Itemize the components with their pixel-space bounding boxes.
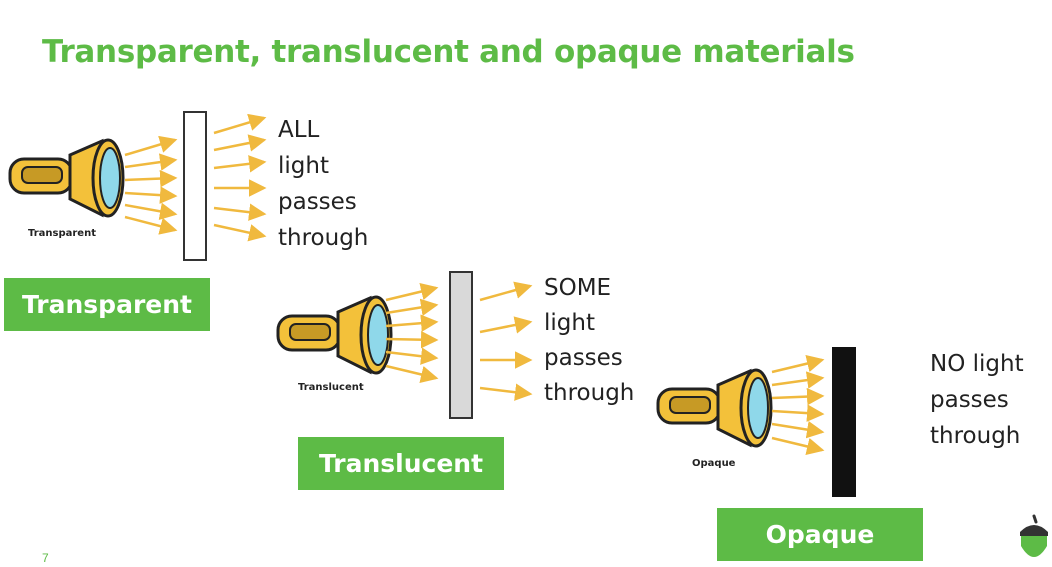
transparent-pane (183, 111, 207, 261)
torch-icon (656, 368, 773, 448)
light-rays-incoming (771, 354, 825, 456)
light-rays-incoming (124, 135, 178, 235)
opaque-description: NO light passes through (930, 346, 1024, 454)
translucent-description: SOME light passes through (544, 271, 634, 411)
text-line: light (278, 153, 329, 179)
text-line: passes (544, 345, 623, 371)
text-line: passes (930, 387, 1009, 413)
text-line: through (544, 380, 635, 406)
light-rays-incoming (385, 282, 439, 384)
torch-caption-translucent: Translucent (298, 382, 364, 393)
transparent-label: Transparent (4, 278, 210, 331)
text-line: light (544, 310, 595, 336)
torch-icon (276, 295, 393, 375)
torch-caption-transparent: Transparent (28, 228, 96, 239)
text-line: ALL (278, 117, 320, 143)
text-line: NO light (930, 351, 1024, 377)
text-line: through (930, 423, 1021, 449)
page-number: 7 (42, 551, 49, 565)
text-line: passes (278, 189, 357, 215)
text-line: SOME (544, 275, 612, 301)
torch-caption-opaque: Opaque (692, 458, 736, 469)
transparent-description: ALL light passes through (278, 112, 368, 256)
light-rays-passing (213, 113, 267, 242)
translucent-pane (449, 271, 473, 419)
opaque-pane (832, 347, 856, 497)
torch-icon (8, 138, 125, 218)
light-rays-passing (479, 281, 533, 401)
text-line: through (278, 225, 369, 251)
acorn-icon (1020, 514, 1048, 557)
translucent-label: Translucent (298, 437, 504, 490)
opaque-label: Opaque (717, 508, 923, 561)
slide-title: Transparent, translucent and opaque mate… (42, 34, 855, 70)
